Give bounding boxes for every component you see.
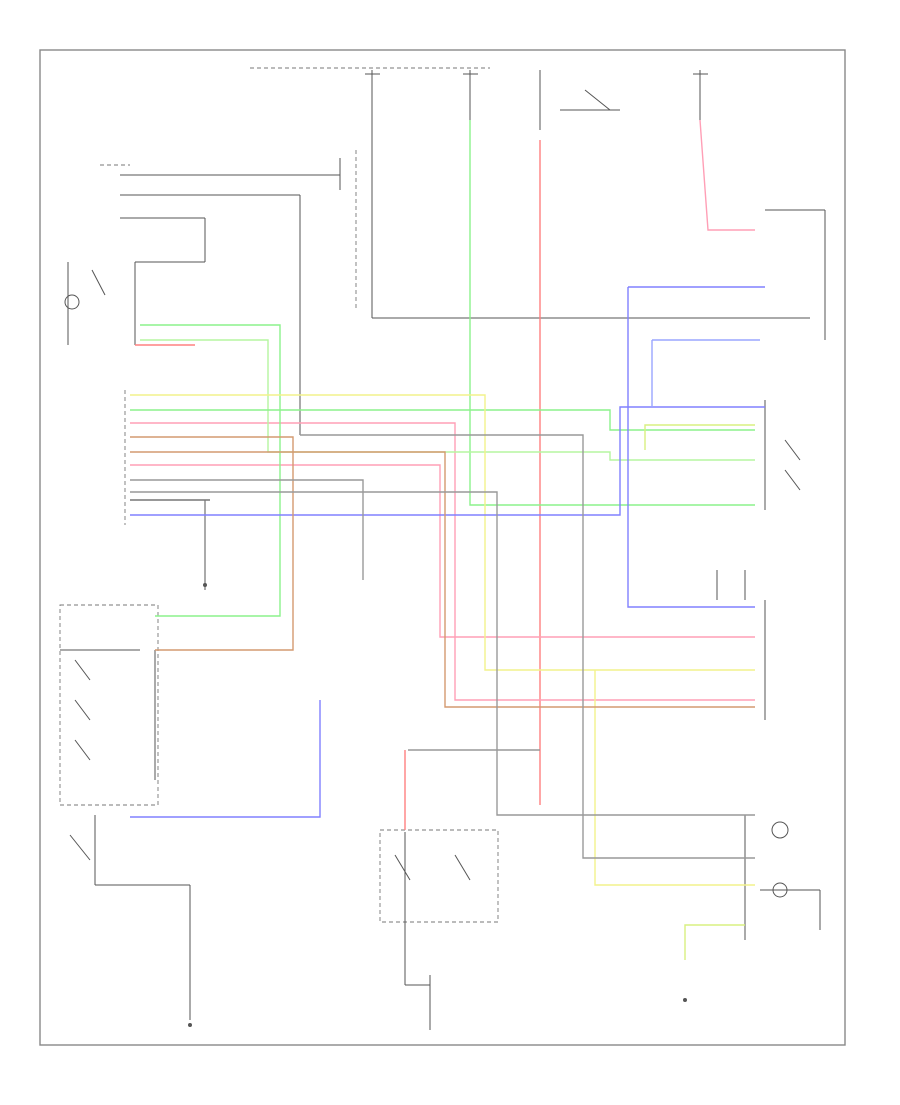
wire-yellow-2 [594, 670, 755, 886]
wire-green-1 [140, 324, 281, 617]
wire-blue-3 [130, 406, 765, 516]
wire-pink-2 [130, 422, 755, 701]
wire-blue-4 [130, 700, 321, 818]
ground-symbol-3 [683, 998, 687, 1002]
wire-green-4 [130, 409, 755, 431]
wire-brown-1 [130, 436, 294, 651]
bottom-left-switch [69, 815, 191, 1020]
wire-yellowgreen [644, 424, 755, 450]
lower-left-switch [59, 604, 159, 806]
right-side-components [716, 209, 826, 940]
wire-pink-1 [130, 464, 755, 638]
wire-pink-top [699, 119, 755, 231]
wire-gray-3 [130, 491, 755, 816]
range-switch [379, 829, 499, 1030]
wire-blue-2 [627, 287, 755, 608]
ground-symbol-2 [188, 1023, 192, 1027]
wire-brown-2 [130, 451, 755, 708]
wire-green-3 [140, 339, 755, 461]
central-ecm-area [355, 120, 810, 319]
left-control-unit [124, 390, 206, 585]
diagram-frame [39, 49, 846, 1046]
ground-symbol-1 [203, 583, 207, 590]
fuse-box-area [250, 67, 708, 130]
wire-green-long [469, 120, 755, 506]
top-left-switch-area [64, 158, 341, 435]
wire-yellow-1 [130, 394, 755, 671]
wire-gray-1 [300, 434, 755, 859]
wire-gray-2 [130, 479, 364, 580]
wire-yellowgreen-2 [684, 924, 745, 960]
